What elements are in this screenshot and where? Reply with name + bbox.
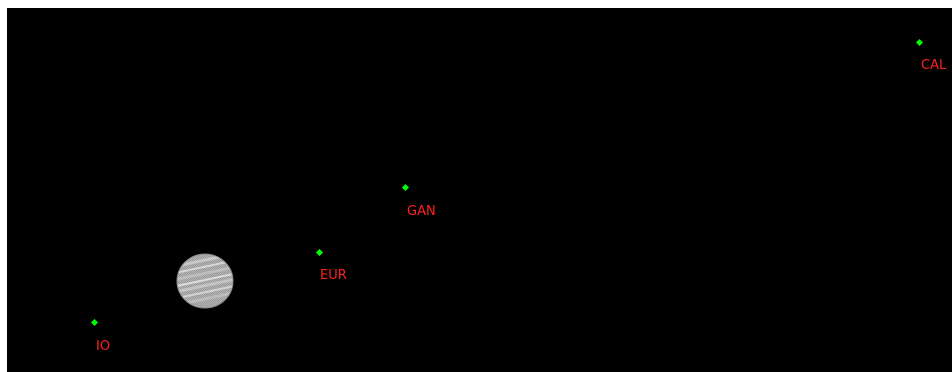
moon-label-europa: EUR bbox=[320, 268, 347, 283]
moon-label-io: IO bbox=[96, 339, 111, 354]
jupiter-moons-view: IO EUR GAN CAL bbox=[7, 8, 952, 372]
moon-marker-ganymede[interactable] bbox=[402, 184, 409, 191]
moon-label-ganymede: GAN bbox=[407, 204, 436, 219]
moon-marker-io[interactable] bbox=[91, 319, 98, 326]
moon-label-callisto: CAL bbox=[921, 58, 947, 73]
moon-marker-europa[interactable] bbox=[316, 249, 323, 256]
jupiter-icon bbox=[176, 253, 234, 309]
moon-marker-callisto[interactable] bbox=[916, 39, 923, 46]
